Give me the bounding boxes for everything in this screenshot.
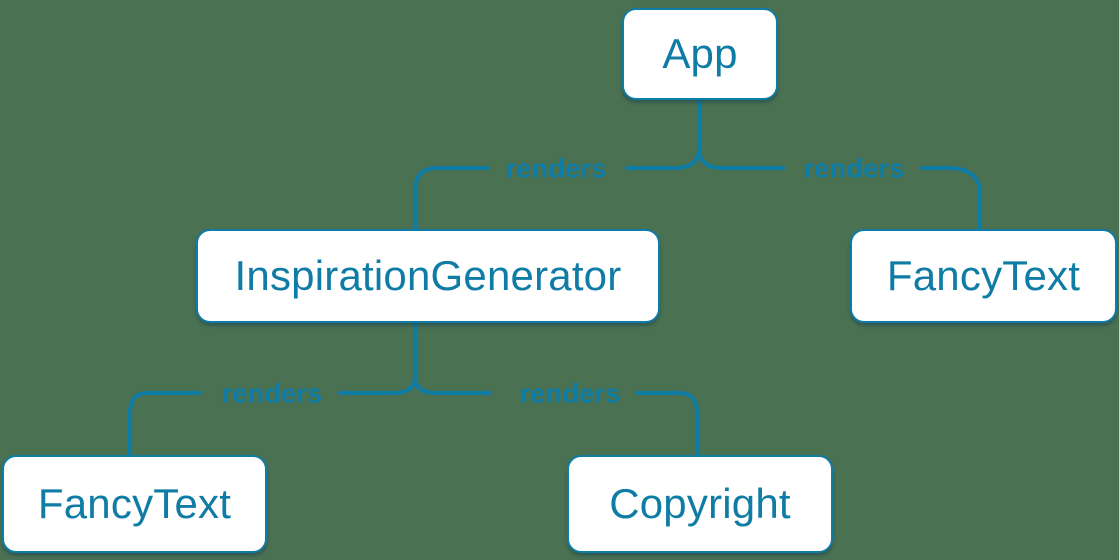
edge-inspirationgenerator-to-fancytext-fork <box>338 375 417 395</box>
edge-label-renders-inspirationgenerator-fancytext: renders <box>221 378 323 409</box>
edge-label-renders-app-inspirationgenerator: renders <box>505 153 607 184</box>
node-copyright-label: Copyright <box>609 480 791 527</box>
node-fancy-text-top: FancyText <box>850 229 1117 323</box>
node-copyright: Copyright <box>567 455 833 553</box>
edge-label-renders-inspirationgenerator-copyright: renders <box>519 378 621 409</box>
node-fancy-text-bottom: FancyText <box>2 455 267 553</box>
node-fancy-text-top-label: FancyText <box>886 252 1081 299</box>
node-app: App <box>622 8 778 100</box>
edge-inspirationgenerator-to-copyright-fork <box>413 375 492 395</box>
edge-inspirationgenerator-to-copyright-elbow <box>635 391 699 457</box>
edge-app-to-fancytext-fork <box>697 147 785 170</box>
edge-app-to-inspirationgenerator-elbow <box>413 166 490 231</box>
node-app-label: App <box>662 30 738 77</box>
node-inspiration-generator: InspirationGenerator <box>196 229 660 323</box>
edge-label-renders-app-fancytext: renders <box>803 153 905 184</box>
edge-app-to-fancytext-elbow <box>920 166 982 231</box>
edge-app-to-inspirationgenerator-fork <box>625 147 701 170</box>
node-inspiration-generator-label: InspirationGenerator <box>234 252 622 299</box>
node-fancy-text-bottom-label: FancyText <box>37 480 232 527</box>
edge-inspirationgenerator-to-fancytext-elbow <box>128 391 202 457</box>
